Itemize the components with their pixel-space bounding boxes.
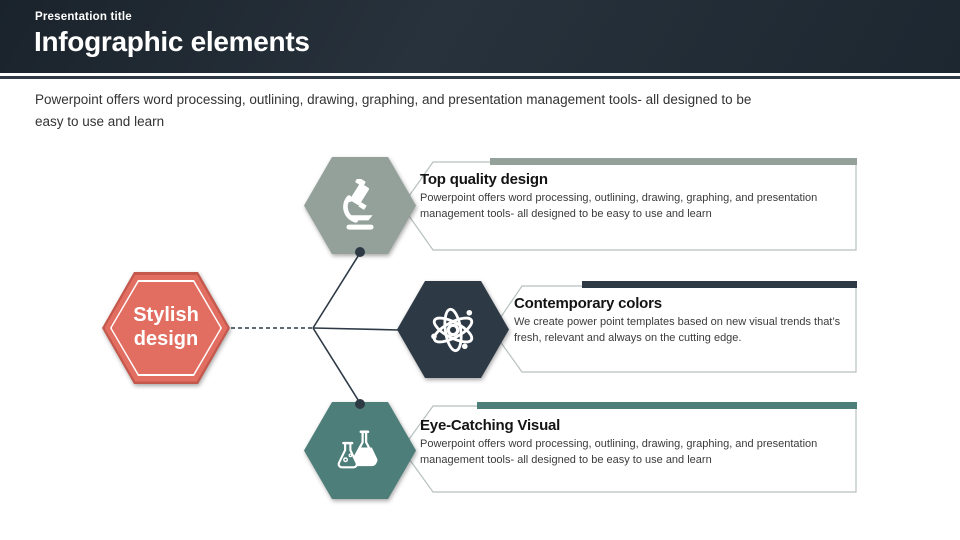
flask-hexagon bbox=[304, 402, 416, 499]
accent-bar-dark bbox=[582, 281, 857, 288]
intro-paragraph: Powerpoint offers word processing, outli… bbox=[35, 92, 752, 129]
info-box-contemporary-colors: Contemporary colors We create power poin… bbox=[486, 278, 860, 378]
box-body: Powerpoint offers word processing, outli… bbox=[420, 192, 818, 220]
header-accent-rule bbox=[0, 76, 960, 79]
header-banner: Presentation title Infographic elements bbox=[0, 0, 960, 73]
accent-bar-teal bbox=[477, 402, 857, 409]
atom-icon bbox=[431, 307, 474, 352]
box-title: Top quality design bbox=[420, 171, 548, 188]
presentation-title-kicker: Presentation title bbox=[35, 11, 132, 23]
box-body: We create power point templates based on… bbox=[514, 316, 841, 344]
microscope-hexagon bbox=[304, 157, 416, 254]
flask-icon bbox=[337, 429, 378, 468]
stylish-design-label: Stylish design bbox=[133, 304, 199, 350]
accent-bar-sage bbox=[490, 158, 857, 165]
microscope-icon bbox=[343, 178, 374, 230]
info-box-outline bbox=[401, 158, 857, 251]
stylish-design-hexagon bbox=[102, 272, 230, 384]
atom-hexagon bbox=[397, 281, 509, 378]
info-box-eye-catching: Eye-Catching Visual Powerpoint offers wo… bbox=[396, 396, 860, 498]
info-box-top-quality: Top quality design Powerpoint offers wor… bbox=[396, 156, 860, 254]
box-title: Eye-Catching Visual bbox=[420, 417, 561, 434]
info-box-outline bbox=[401, 402, 857, 493]
info-box-outline bbox=[491, 281, 857, 373]
box-title: Contemporary colors bbox=[514, 295, 662, 312]
box-body: Powerpoint offers word processing, outli… bbox=[420, 438, 818, 466]
slide-title: Infographic elements bbox=[34, 26, 310, 57]
